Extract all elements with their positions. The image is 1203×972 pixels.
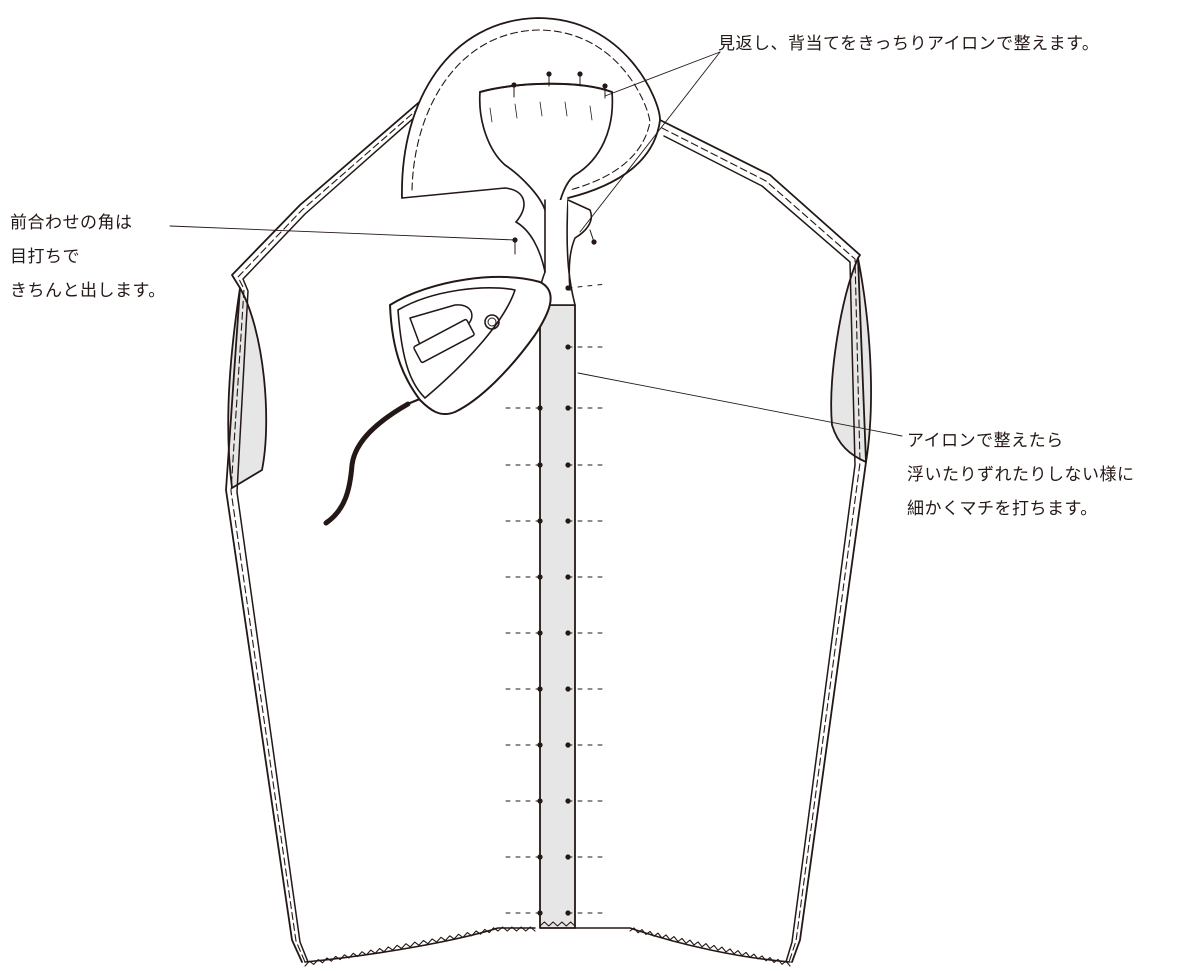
right-lapel: [567, 199, 593, 291]
garment-body: [225, 97, 872, 967]
placket-strip: [539, 304, 576, 929]
annotation-top-text: 見返し、背当てをきっちりアイロンで整えます。: [718, 34, 1100, 54]
annotation-right-line-2: 浮いたりずれたりしない様に: [907, 465, 1135, 485]
left-lapel: [515, 221, 546, 273]
placket-bottom-pinking: [539, 921, 576, 927]
right-shoulder-outer: [659, 119, 867, 963]
annotation-right: アイロンで整えたら 浮いたりずれたりしない様に 細かくマチを打ちます。: [907, 424, 1135, 526]
band-stitch-ticks: [489, 101, 593, 123]
band-stitch-tick: [539, 101, 543, 117]
hem-left: [304, 927, 536, 963]
collar: [401, 17, 661, 306]
annotation-top: 見返し、背当てをきっちりアイロンで整えます。: [718, 27, 1099, 61]
annotation-left: 前合わせの角は 目打ちで きちんと出します。: [10, 206, 166, 308]
annotation-left-line-1: 前合わせの角は: [10, 213, 133, 233]
back-neck-seam: [479, 82, 613, 93]
hem-right: [574, 927, 791, 963]
pins-group: [501, 71, 608, 916]
front-placket: [539, 298, 576, 929]
annotation-right-line-3: 細かくマチを打ちます。: [907, 499, 1098, 519]
annotation-left-line-3: きちんと出します。: [10, 281, 166, 301]
leader-left: [169, 225, 516, 241]
leader-top-2: [579, 51, 721, 233]
right-shoulder-stitch: [661, 127, 861, 963]
left-side-panel: [227, 287, 268, 489]
left-shoulder-inner: [236, 115, 417, 963]
iron-icon: [323, 275, 552, 526]
annotation-left-line-2: 目打ちで: [10, 247, 80, 267]
left-shoulder-outer: [225, 97, 425, 963]
hem-pinking-left: [304, 926, 536, 967]
pin-shaft: [567, 283, 607, 289]
band-stitch-tick: [514, 103, 518, 119]
left-shoulder-stitch: [230, 106, 421, 963]
band-stitch-tick: [589, 105, 593, 121]
iron-button: [484, 314, 500, 330]
leader-top-1: [604, 51, 721, 97]
leader-lines: [169, 51, 903, 437]
pin-shaft: [589, 229, 595, 243]
iron-button-inner: [487, 317, 497, 327]
collar-left-point: [401, 187, 525, 223]
band-stitch-tick: [489, 107, 493, 123]
iron-dial: [413, 318, 475, 364]
annotation-right-line-1: アイロンで整えたら: [907, 431, 1064, 451]
hem-pinking-right: [629, 927, 791, 967]
collar-outer-stitch: [411, 29, 651, 191]
right-shoulder-inner: [663, 135, 856, 963]
band-stitch-tick: [564, 101, 568, 117]
iron-cord: [323, 401, 411, 526]
leader-right: [577, 372, 903, 437]
right-side-panel: [830, 257, 872, 463]
